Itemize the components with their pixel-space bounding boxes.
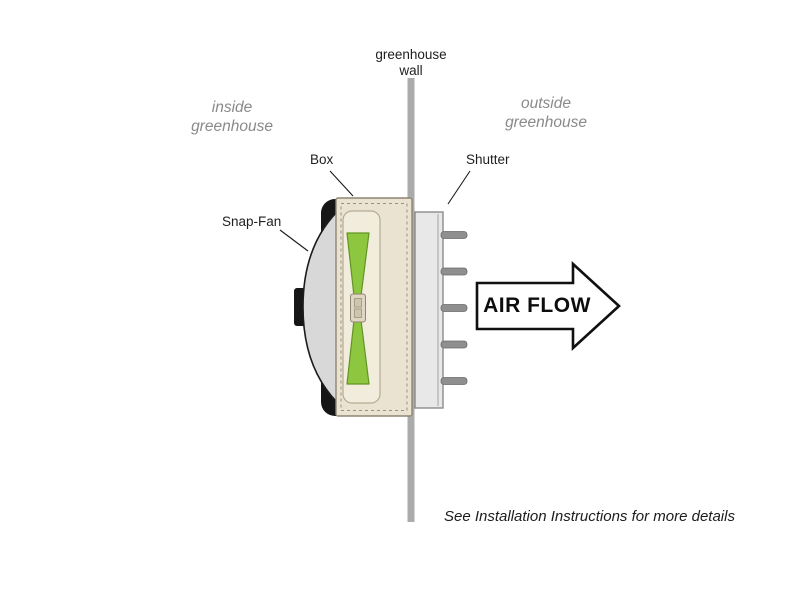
fan-hub-detail-top: [354, 298, 362, 308]
shutter-frame: [414, 211, 444, 409]
shutter-louver: [440, 377, 468, 385]
fan-shroud: [302, 204, 344, 410]
shutter-louver: [440, 304, 468, 312]
greenhouse-wall-label: greenhouse wall: [375, 47, 447, 78]
outside-greenhouse-label: outside greenhouse: [505, 95, 587, 131]
box-leader-line: [329, 170, 354, 197]
shutter-louver: [440, 267, 468, 276]
fan-hub-detail-bottom: [354, 308, 362, 318]
snap-fan-leader-line: [279, 229, 309, 252]
fan-box-stitching: [340, 203, 408, 411]
air-flow-label: AIR FLOW: [483, 294, 591, 317]
snap-fan-label: Snap-Fan: [222, 214, 282, 229]
installation-footnote: See Installation Instructions for more d…: [444, 508, 735, 525]
box-label: Box: [310, 152, 334, 167]
shutter-louver: [440, 340, 468, 349]
shutter-label: Shutter: [466, 152, 510, 167]
shutter-leader-line: [447, 170, 471, 205]
air-flow-arrow: [475, 261, 621, 351]
inside-greenhouse-label: inside greenhouse: [191, 99, 273, 135]
shutter-louver: [440, 231, 468, 239]
